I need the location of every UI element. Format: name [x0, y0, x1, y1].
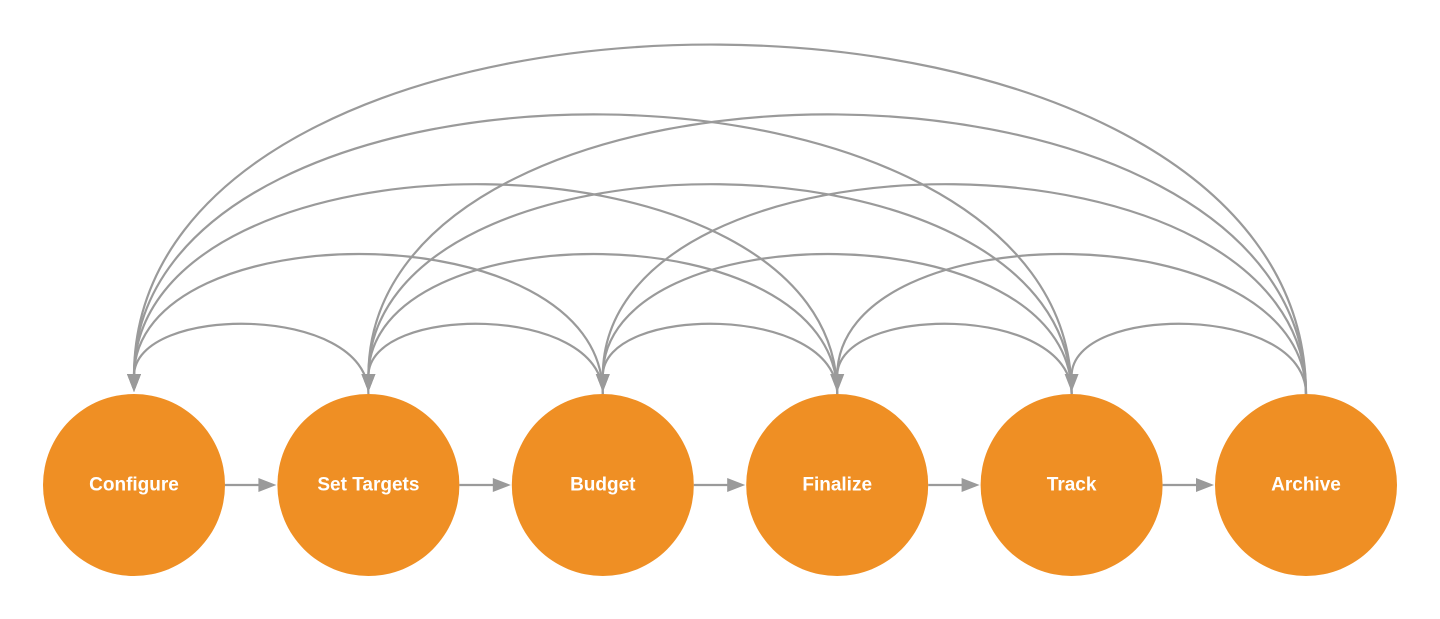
back-edge-finalize-to-configure: [127, 183, 839, 395]
node-circle: [511, 394, 694, 576]
back-edge-line: [601, 252, 1073, 395]
back-edge-line: [601, 322, 839, 395]
node-circle: [277, 394, 460, 576]
back-edge-line: [132, 43, 1308, 395]
back-edge-line: [367, 113, 1308, 395]
node-label: Archive: [1271, 475, 1341, 496]
node-configure[interactable]: Configure: [43, 394, 225, 576]
back-edge-line: [367, 183, 1073, 395]
node-label: Set Targets: [317, 475, 419, 496]
node-circle: [746, 394, 929, 576]
node-archive[interactable]: Archive: [1215, 394, 1397, 576]
nodes-layer: Configure Set Targets Budget Finalize Track A…: [43, 394, 1397, 576]
forward-edge-track-to-archive: [1162, 478, 1214, 492]
back-edge-line: [132, 113, 1073, 395]
back-edge-track-to-set-targets: [361, 183, 1073, 395]
back-edge-line: [367, 252, 839, 395]
back-edge-archive-to-set-targets: [361, 113, 1308, 395]
node-finalize[interactable]: Finalize: [746, 394, 929, 576]
forward-edge-set-targets-to-budget: [459, 478, 511, 492]
forward-edge-configure-to-set-targets: [225, 478, 277, 492]
node-budget[interactable]: Budget: [511, 394, 694, 576]
back-edge-line: [836, 322, 1073, 395]
back-edge-line: [132, 252, 604, 395]
arrowhead-icon: [1064, 374, 1079, 392]
node-label: Finalize: [802, 475, 872, 496]
back-edge-archive-to-budget: [595, 183, 1308, 395]
arrowhead-icon: [961, 478, 980, 492]
back-edge-line: [132, 322, 370, 395]
node-label: Track: [1047, 475, 1097, 496]
back-edge-set-targets-to-configure: [127, 322, 370, 395]
node-circle: [1215, 394, 1397, 576]
back-edge-track-to-finalize: [830, 322, 1073, 395]
back-edge-archive-to-finalize: [830, 252, 1308, 395]
back-edge-line: [601, 183, 1308, 395]
arrowhead-icon: [492, 478, 511, 492]
arrowhead-icon: [595, 374, 610, 392]
arrowhead-icon: [361, 374, 376, 392]
node-label: Configure: [89, 475, 179, 496]
forward-edges-layer: [225, 478, 1214, 492]
back-edge-budget-to-set-targets: [361, 322, 604, 395]
node-set-targets[interactable]: Set Targets: [277, 394, 460, 576]
forward-edge-finalize-to-track: [928, 478, 980, 492]
node-circle: [980, 394, 1163, 576]
node-circle: [43, 394, 225, 576]
back-edge-archive-to-track: [1064, 322, 1308, 395]
arrowhead-icon: [830, 374, 845, 392]
arrowhead-icon: [727, 478, 746, 492]
back-edge-line: [132, 183, 839, 395]
forward-edge-budget-to-finalize: [693, 478, 746, 492]
arrowhead-icon: [127, 374, 141, 392]
back-edge-line: [367, 322, 604, 395]
arrowhead-icon: [258, 478, 277, 492]
back-edge-archive-to-configure: [127, 43, 1308, 395]
back-edge-line: [1070, 322, 1308, 395]
node-track[interactable]: Track: [980, 394, 1163, 576]
back-edge-line: [836, 252, 1308, 395]
back-edges-layer: [127, 43, 1308, 395]
back-edge-finalize-to-budget: [595, 322, 839, 395]
arrowhead-icon: [1196, 478, 1214, 492]
node-label: Budget: [570, 475, 636, 496]
